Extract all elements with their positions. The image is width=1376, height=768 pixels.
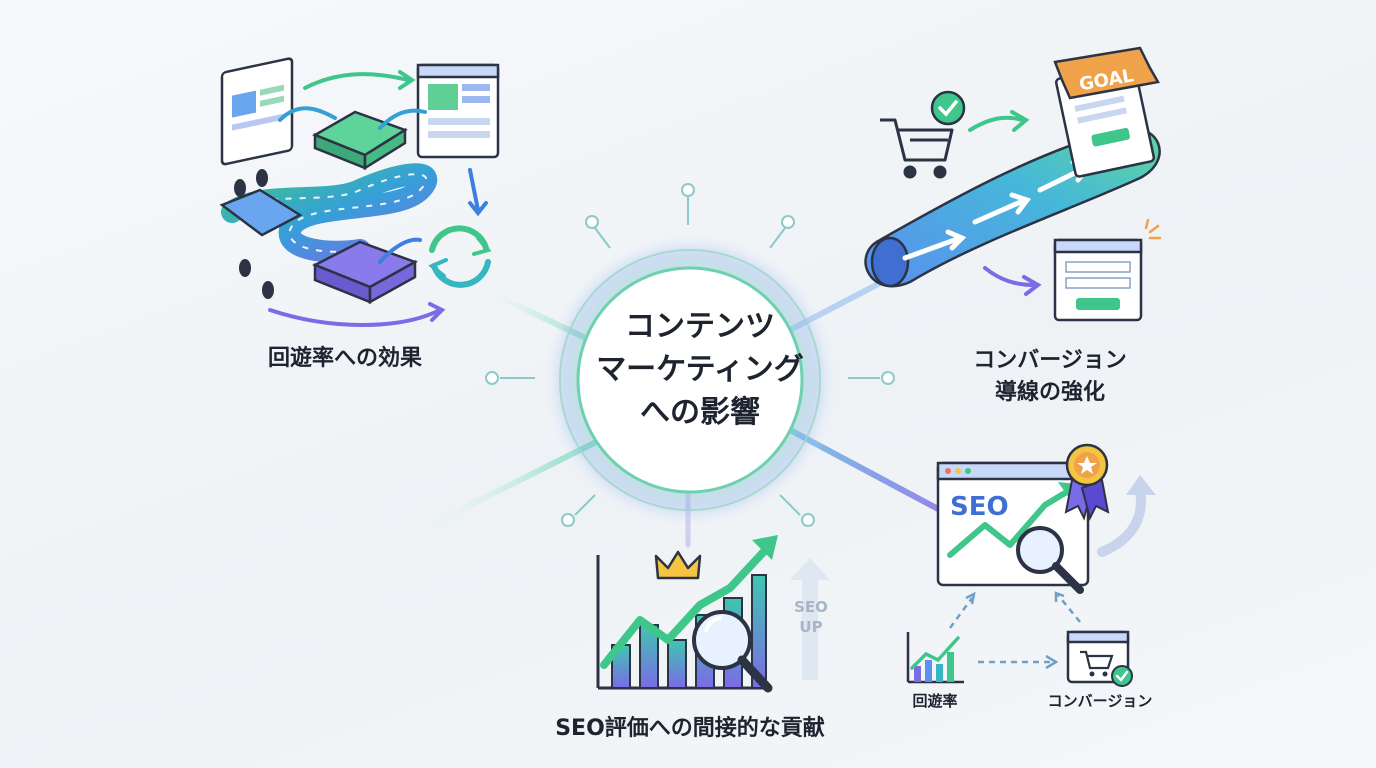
seo-webpage: SEO: [936, 461, 1090, 594]
up-arrow-icon: [1097, 475, 1156, 557]
hub-circle: [576, 266, 804, 494]
bounce-illustration: [219, 57, 500, 327]
magnifier-icon: [1016, 526, 1084, 594]
up-arrow-icon: SEO UP: [790, 558, 830, 680]
seo-label: SEO評価への間接的な貢献: [555, 716, 825, 741]
growth-chart-icon: [906, 632, 964, 684]
shopping-cart-icon: [880, 118, 954, 179]
seo-page-text: SEO: [950, 492, 1009, 522]
shopping-cart-icon: [1066, 630, 1133, 687]
conversion-label-line-2: 導線の強化: [994, 380, 1105, 405]
hub-spokes: [485, 183, 895, 527]
refresh-icon: [428, 225, 492, 288]
magnifier-icon: [692, 610, 773, 693]
seo-up-line-2: UP: [799, 618, 822, 636]
seo-growth-illustration: SEO UP: [596, 535, 830, 693]
award-ribbon-icon: [1064, 443, 1110, 521]
cycle-conversion-label: コンバージョン: [1047, 692, 1153, 710]
footprints-icon: [234, 169, 274, 299]
cycle-bounce-label: 回遊率: [912, 692, 958, 710]
webpage-icon: [416, 63, 500, 159]
hub-title-line-3: への影響: [640, 395, 760, 430]
goal-flag-icon: GOAL: [1053, 46, 1160, 178]
bounce-label: 回遊率への効果: [267, 346, 422, 371]
hub-title-line-1: コンテンツ: [625, 309, 775, 344]
seo-cycle-illustration: SEO: [906, 443, 1156, 687]
form-window-icon: [1053, 218, 1162, 322]
hub-title-line-2: マーケティング: [596, 352, 804, 387]
hub-title: コンテンツ マーケティング への影響: [580, 305, 820, 434]
conversion-illustration: GOAL: [864, 46, 1162, 322]
conversion-label-line-1: コンバージョン: [973, 348, 1127, 373]
crown-icon: [654, 550, 702, 580]
seo-up-line-1: SEO: [794, 598, 828, 616]
conversion-label: コンバージョン 導線の強化: [945, 345, 1155, 409]
webpage-icon: [220, 57, 294, 166]
check-icon: [930, 90, 966, 126]
hub-outer-ring: [559, 249, 821, 511]
